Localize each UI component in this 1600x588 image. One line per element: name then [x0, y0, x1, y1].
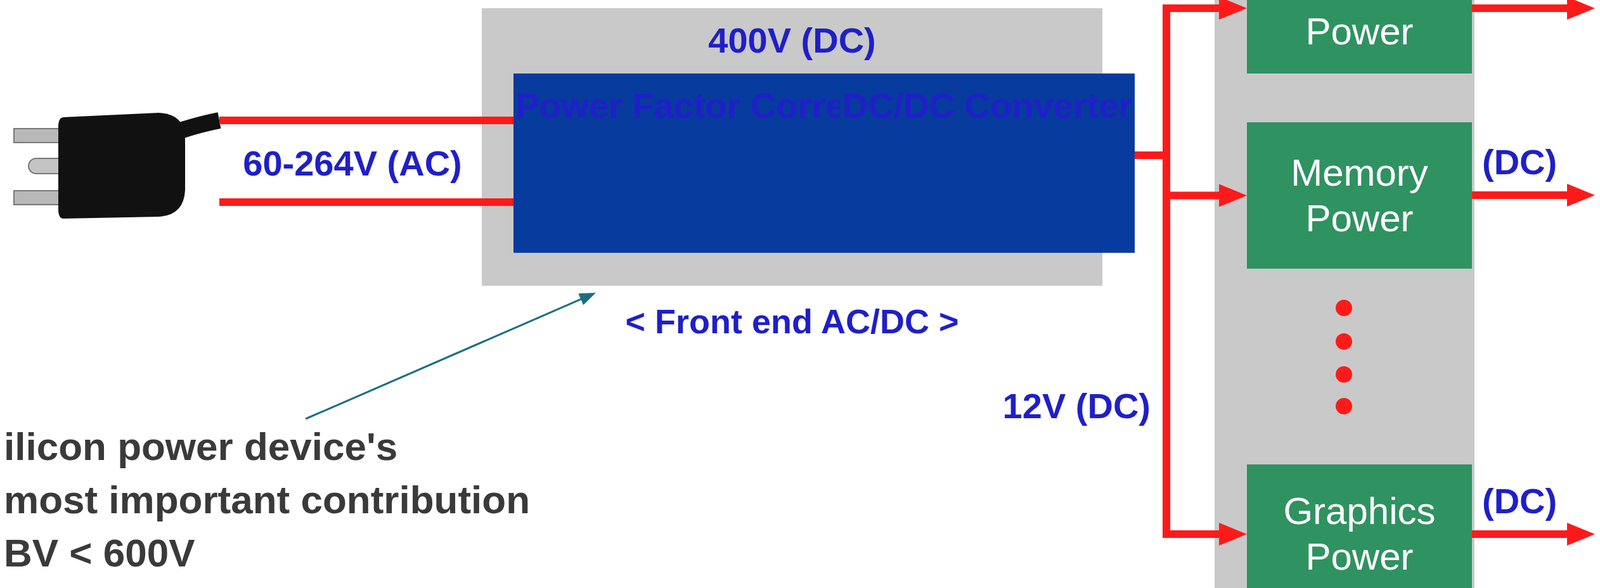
plug-cord — [182, 120, 220, 130]
box-text: Power — [1305, 8, 1413, 55]
power-connector — [1134, 155, 1225, 535]
callout-note: most important contribution — [3, 477, 530, 523]
power-connector — [1134, 155, 1225, 196]
power-rail-box: Graphics Power — [1246, 464, 1472, 588]
box-text: Memory Power — [1257, 150, 1462, 242]
ellipsis-dot — [1335, 398, 1353, 415]
power-rail-box: Power — [1246, 0, 1472, 74]
box-text: Graphics Power — [1257, 488, 1462, 581]
converter-block: DC/DC Converter — [839, 73, 1135, 253]
ellipsis-dot — [1335, 366, 1353, 383]
voltage-label: 60-264V (AC) — [242, 143, 462, 184]
plug-body — [58, 112, 186, 219]
voltage-label: (DC) — [1482, 142, 1557, 182]
power-connector — [1134, 8, 1225, 156]
box-heading: < Front end AC/DC > — [481, 302, 1103, 341]
box-text: DC/DC Converter — [839, 86, 1135, 126]
output-arrow — [1471, 530, 1573, 539]
ellipsis-dot — [1335, 299, 1353, 317]
power-rail-box: Memory Power — [1246, 122, 1472, 269]
plug-ground — [8, 107, 220, 227]
callout-note: BV < 600V — [3, 530, 196, 577]
leader-line — [305, 297, 584, 420]
output-arrow — [1471, 191, 1573, 200]
ac-wire — [219, 198, 514, 207]
ac-plug — [8, 107, 220, 227]
box-text: 400V (DC) — [481, 20, 1103, 61]
frontend-panel: 400V (DC)< Front end AC/DC >Power Factor… — [481, 8, 1103, 286]
voltage-label: 12V (DC) — [1002, 386, 1151, 426]
ac-wire — [219, 116, 514, 125]
callout-note: ilicon power device's — [3, 424, 398, 470]
output-arrow — [1471, 4, 1573, 13]
ellipsis-dot — [1335, 333, 1353, 350]
voltage-label: (DC) — [1482, 481, 1557, 522]
